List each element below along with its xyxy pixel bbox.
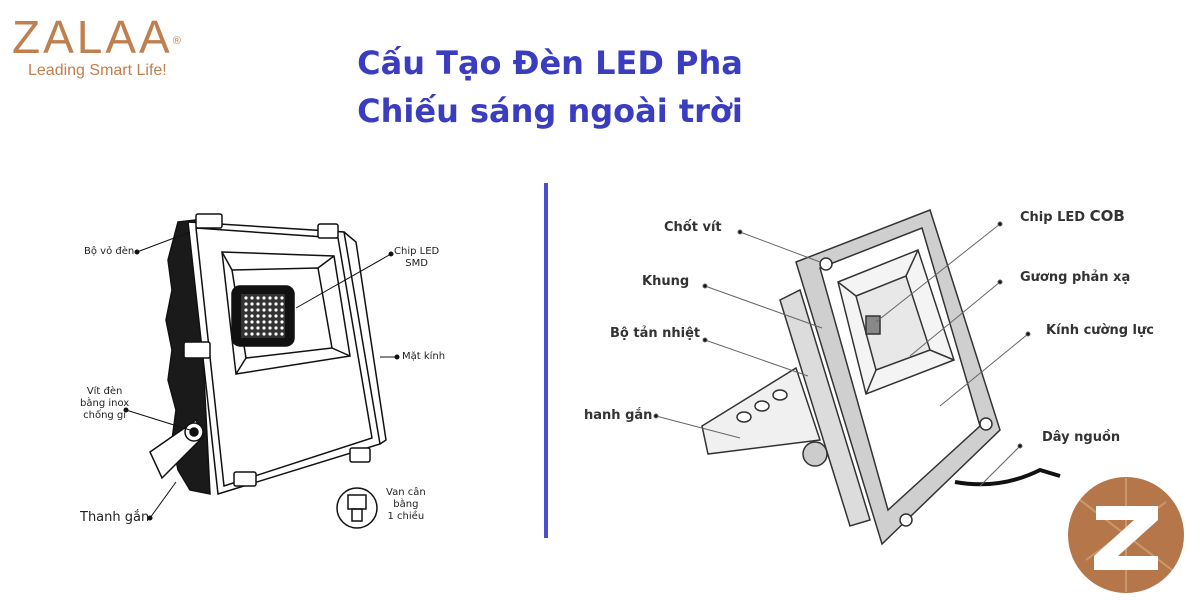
label-housing: Bộ vỏ đèn — [84, 246, 135, 257]
label-reflector: Gương phản xạ — [1020, 270, 1131, 285]
label-power-cable: Dây nguồn — [1042, 430, 1121, 445]
right-floodlight-illustration — [701, 209, 1061, 546]
label-screw-pin: Chốt vít — [664, 220, 722, 235]
label-chip-cob: Chip LED COB — [1020, 207, 1125, 225]
label-valve: Van cân bằng 1 chiều — [386, 487, 426, 522]
brand-logo: ZALAA® Leading Smart Life! — [12, 14, 192, 80]
center-divider — [544, 183, 548, 538]
label-bracket-right: hanh gắn — [584, 408, 653, 423]
smd-led-grid — [244, 296, 284, 336]
page-title-line2: Chiếu sáng ngoài trời — [357, 92, 743, 130]
page-title-line1: Cấu Tạo Đèn LED Pha — [357, 44, 743, 82]
brand-name: ZALAA® — [12, 11, 181, 63]
brand-tagline: Leading Smart Life! — [28, 62, 167, 79]
left-leader-lines — [123, 231, 400, 521]
zalaa-badge-icon — [1068, 477, 1184, 593]
left-floodlight-illustration — [149, 213, 387, 529]
label-frame: Khung — [642, 274, 690, 289]
label-chip-smd: Chip LED SMD — [394, 246, 440, 269]
label-bracket-left: Thanh gắn — [80, 510, 150, 525]
label-heatsink: Bộ tản nhiệt — [610, 326, 701, 341]
label-tempered-glass: Kính cường lực — [1046, 323, 1154, 338]
right-leader-lines — [653, 221, 1031, 487]
label-stainless-screw: Vít đèn bằng inox chống gỉ — [80, 386, 130, 421]
label-glass: Mặt kính — [402, 351, 446, 362]
